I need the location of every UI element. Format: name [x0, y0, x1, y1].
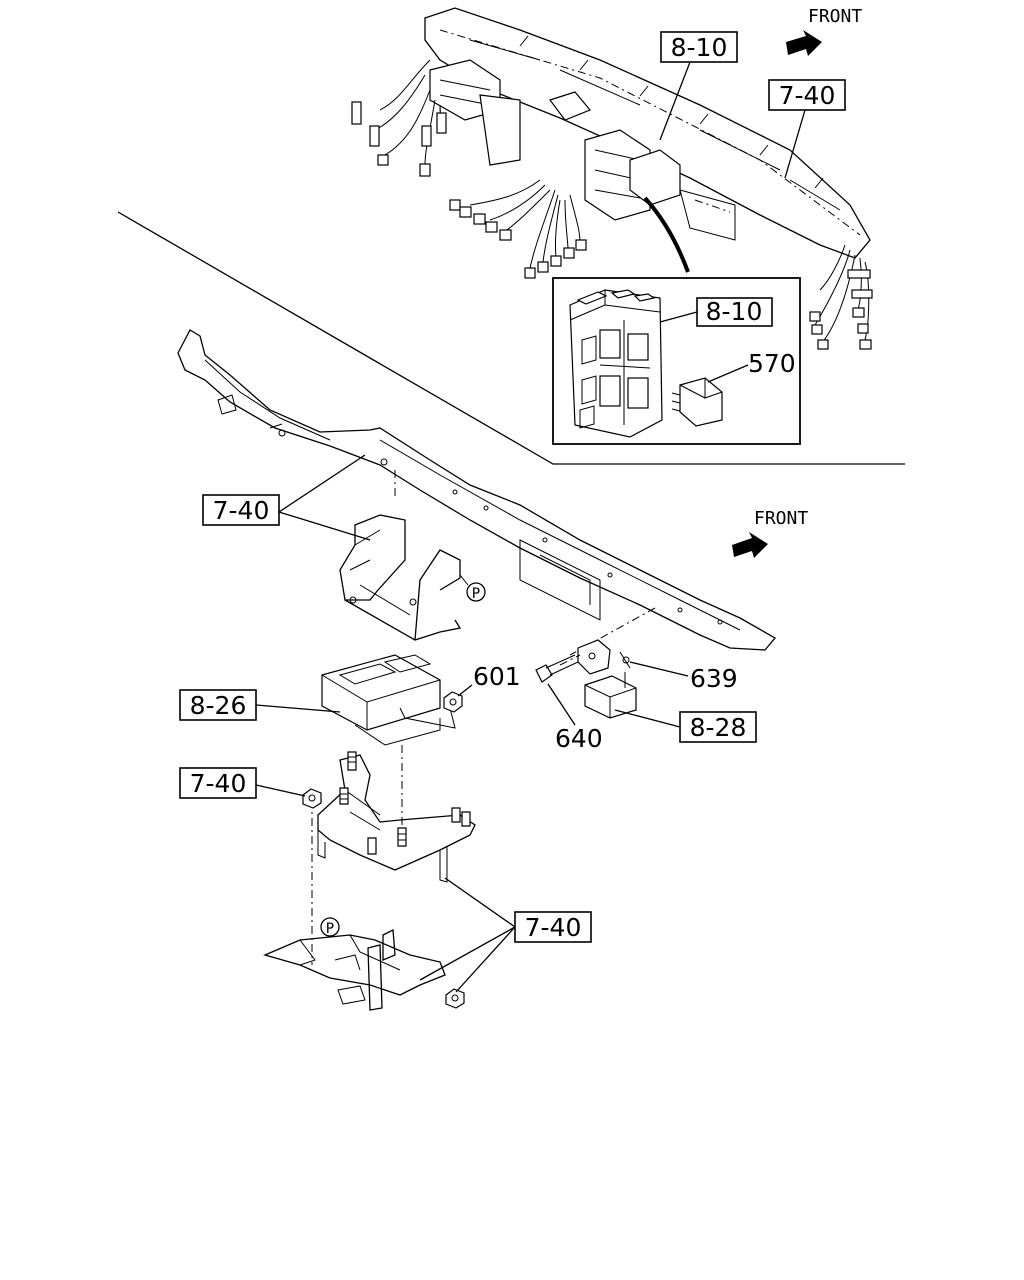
ref-8-10-inset-text: 8-10	[706, 297, 763, 326]
inset-frame: 8-10 570	[552, 277, 801, 445]
lower-bracket: P	[263, 917, 465, 1011]
p-marker-2-text: P	[326, 921, 334, 937]
ref-8-10-top: 8-10	[659, 31, 738, 141]
front-label-top: FRONT	[808, 6, 862, 27]
front-arrow-icon-mid	[732, 532, 768, 558]
ref-7-40-bottom: 7-40	[419, 877, 592, 993]
ref-8-26-text: 8-26	[190, 691, 247, 720]
bolt-and-clip: 639 640	[535, 639, 738, 753]
section-divider	[117, 211, 905, 465]
mounting-plate	[302, 751, 476, 965]
ref-7-40-mid-text: 7-40	[213, 496, 270, 525]
ref-8-28-text: 8-28	[690, 713, 747, 742]
part-640-label: 640	[555, 724, 603, 753]
ref-7-40-top: 7-40	[768, 79, 846, 179]
p-marker-1-text: P	[472, 586, 480, 602]
ref-7-40-lower-text: 7-40	[190, 769, 247, 798]
ref-7-40-lower: 7-40	[179, 767, 306, 799]
left-bracket: P	[339, 514, 486, 641]
ref-7-40-bottom-text: 7-40	[525, 913, 582, 942]
relay-570-drawing	[671, 377, 723, 427]
p-marker-1	[466, 582, 486, 602]
part-570-label: 570	[748, 349, 796, 378]
upper-wiring-harness	[351, 7, 873, 350]
front-arrow-mid: FRONT	[732, 508, 808, 558]
front-arrow-top: FRONT	[786, 6, 862, 56]
front-arrow-icon-top	[786, 30, 822, 56]
front-label-mid: FRONT	[754, 508, 808, 529]
ecu-module	[321, 654, 456, 830]
part-601-label: 601	[473, 662, 521, 691]
ref-7-40-top-text: 7-40	[779, 81, 836, 110]
junction-block-drawing	[569, 289, 663, 438]
sensor-module-8-28	[584, 672, 637, 719]
p-marker-2	[320, 917, 340, 937]
part-639-label: 639	[690, 664, 738, 693]
ref-8-28: 8-28	[614, 709, 757, 743]
cross-member	[177, 329, 776, 656]
nut-601: 601	[443, 662, 521, 713]
ref-8-10-top-text: 8-10	[671, 33, 728, 62]
ref-7-40-mid: 7-40	[202, 454, 371, 541]
ref-8-26: 8-26	[179, 689, 341, 721]
